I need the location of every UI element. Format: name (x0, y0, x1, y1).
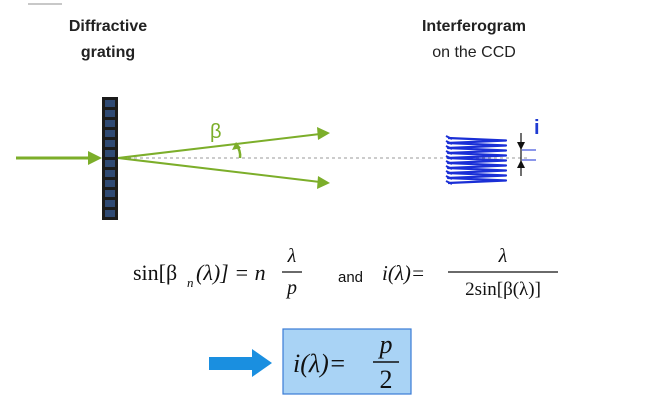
eq2-numerator: λ (498, 245, 508, 267)
fringe-edge (445, 140, 453, 145)
grating-cell (105, 140, 115, 147)
interferogram-fringes (445, 135, 508, 185)
fringe-spacing-label: i (534, 117, 540, 139)
fringe-edge (445, 175, 453, 180)
beta-angle-arrowhead (232, 142, 241, 150)
grating-label-line1: Diffractive (69, 18, 147, 35)
fringe-edge (445, 145, 453, 150)
eq1-subscript: n (187, 275, 194, 290)
grating-cell (105, 100, 115, 107)
grating-cell (105, 160, 115, 167)
grating-cell (105, 130, 115, 137)
fringe-spacing-equation: i(λ)= λ 2sin[β(λ)] (382, 245, 558, 300)
result-arrow-head (252, 349, 272, 377)
grating-cell (105, 120, 115, 127)
eq2-lhs: i(λ)= (382, 261, 425, 285)
diffraction-grating (102, 97, 118, 220)
eq1-argument: (λ)] = n (196, 260, 266, 285)
grating-cell (105, 180, 115, 187)
diffracted-beam-lower-arrowhead (317, 176, 330, 189)
ccd-label-line1: Interferogram (422, 18, 526, 35)
grating-cell (105, 170, 115, 177)
fringe-edge (445, 160, 453, 165)
grating-cell (105, 110, 115, 117)
fringe-edge (445, 165, 453, 170)
grating-equation: sin[β n (λ)] = n λ p (133, 245, 302, 299)
result-denominator: 2 (380, 365, 393, 394)
incident-beam-arrowhead (88, 151, 102, 165)
fringe-edge (445, 135, 453, 140)
fringe-pattern (446, 136, 508, 185)
grating-cell (105, 150, 115, 157)
fringe-edge (445, 180, 453, 185)
diffracted-beam-lower (117, 157, 321, 183)
beta-label: β (210, 121, 222, 143)
grating-cell (105, 210, 115, 217)
eq1-numerator: λ (287, 245, 297, 267)
diffracted-beam-upper-arrowhead (317, 127, 330, 140)
spacing-marker-arrow-up (517, 160, 525, 168)
grating-frame (102, 97, 118, 220)
diffracted-beam-upper (117, 133, 321, 159)
ccd-label-line2: on the CCD (432, 44, 516, 61)
result-arrow-shaft (209, 357, 255, 370)
grating-cell (105, 190, 115, 197)
fringe-edge (445, 170, 453, 175)
equation-connector: and (338, 269, 363, 286)
grating-cell (105, 200, 115, 207)
eq2-denominator: 2sin[β(λ)] (465, 279, 541, 300)
fringe-edge (445, 150, 453, 155)
result-numerator: p (378, 330, 393, 359)
eq1-denominator: p (285, 277, 297, 299)
grating-label-line2: grating (81, 44, 135, 61)
eq1-sin-beta: sin[β (133, 260, 177, 285)
result-lhs: i(λ)= (293, 349, 346, 378)
fringe-edge (445, 155, 453, 160)
spacing-marker-arrow-down (517, 142, 525, 150)
